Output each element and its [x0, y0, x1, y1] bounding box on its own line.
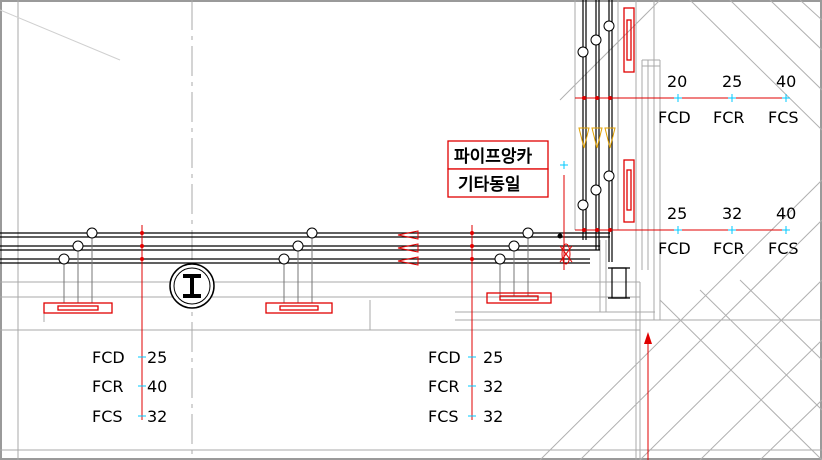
- mid-code-2: FCR: [713, 239, 745, 258]
- center-code-3: FCS: [428, 407, 459, 426]
- pipe-fittings: [58, 20, 615, 265]
- mid-size-1: 25: [667, 204, 687, 223]
- mid-size-3: 40: [776, 204, 796, 223]
- pipe-supports: [63, 235, 529, 303]
- up-arrow-icon: [644, 332, 652, 344]
- flow-arrows-vertical: [578, 127, 616, 149]
- left-code-2: FCR: [92, 377, 124, 396]
- note-box-top: [447, 140, 549, 170]
- cyan-markers: [138, 94, 790, 417]
- left-size-callout: FCD 25 FCR 40 FCS 32: [92, 348, 167, 426]
- pipe-anchor-icon: [559, 243, 573, 265]
- left-size-1: 25: [147, 348, 167, 367]
- center-size-3: 32: [483, 407, 503, 426]
- column-h-beam: [169, 263, 215, 309]
- note-box-bottom: [447, 168, 549, 198]
- mid-code-3: FCS: [768, 239, 799, 258]
- top-size-2: 25: [722, 72, 742, 91]
- top-size-callout: 20 25 40 FCD FCR FCS: [658, 72, 799, 127]
- mid-size-callout: 25 32 40 FCD FCR FCS: [658, 204, 799, 258]
- center-size-1: 25: [483, 348, 503, 367]
- center-code-1: FCD: [428, 348, 461, 367]
- center-code-2: FCR: [428, 377, 460, 396]
- note-line-2: 기타동일: [458, 175, 521, 195]
- left-code-1: FCD: [92, 348, 125, 367]
- center-size-2: 32: [483, 377, 503, 396]
- horizontal-pipes: [0, 232, 610, 264]
- anchor-point: [557, 233, 563, 239]
- left-code-3: FCS: [92, 407, 123, 426]
- pipe-support-bases: [43, 7, 635, 314]
- top-code-2: FCR: [713, 108, 745, 127]
- mid-code-1: FCD: [658, 239, 691, 258]
- pipe-anchor-note: 파이프앙카 기타동일: [447, 140, 549, 198]
- top-size-1: 20: [667, 72, 687, 91]
- corner-column: [608, 267, 630, 299]
- center-size-callout: FCD 25 FCR 32 FCS 32: [428, 348, 503, 426]
- left-size-2: 40: [147, 377, 167, 396]
- mid-size-2: 32: [722, 204, 742, 223]
- top-size-3: 40: [776, 72, 796, 91]
- note-line-1: 파이프앙카: [454, 147, 533, 167]
- top-code-1: FCD: [658, 108, 691, 127]
- top-code-3: FCS: [768, 108, 799, 127]
- red-pipe-markers: [140, 96, 612, 261]
- left-size-3: 32: [147, 407, 167, 426]
- flow-arrows-horizontal: [397, 230, 419, 266]
